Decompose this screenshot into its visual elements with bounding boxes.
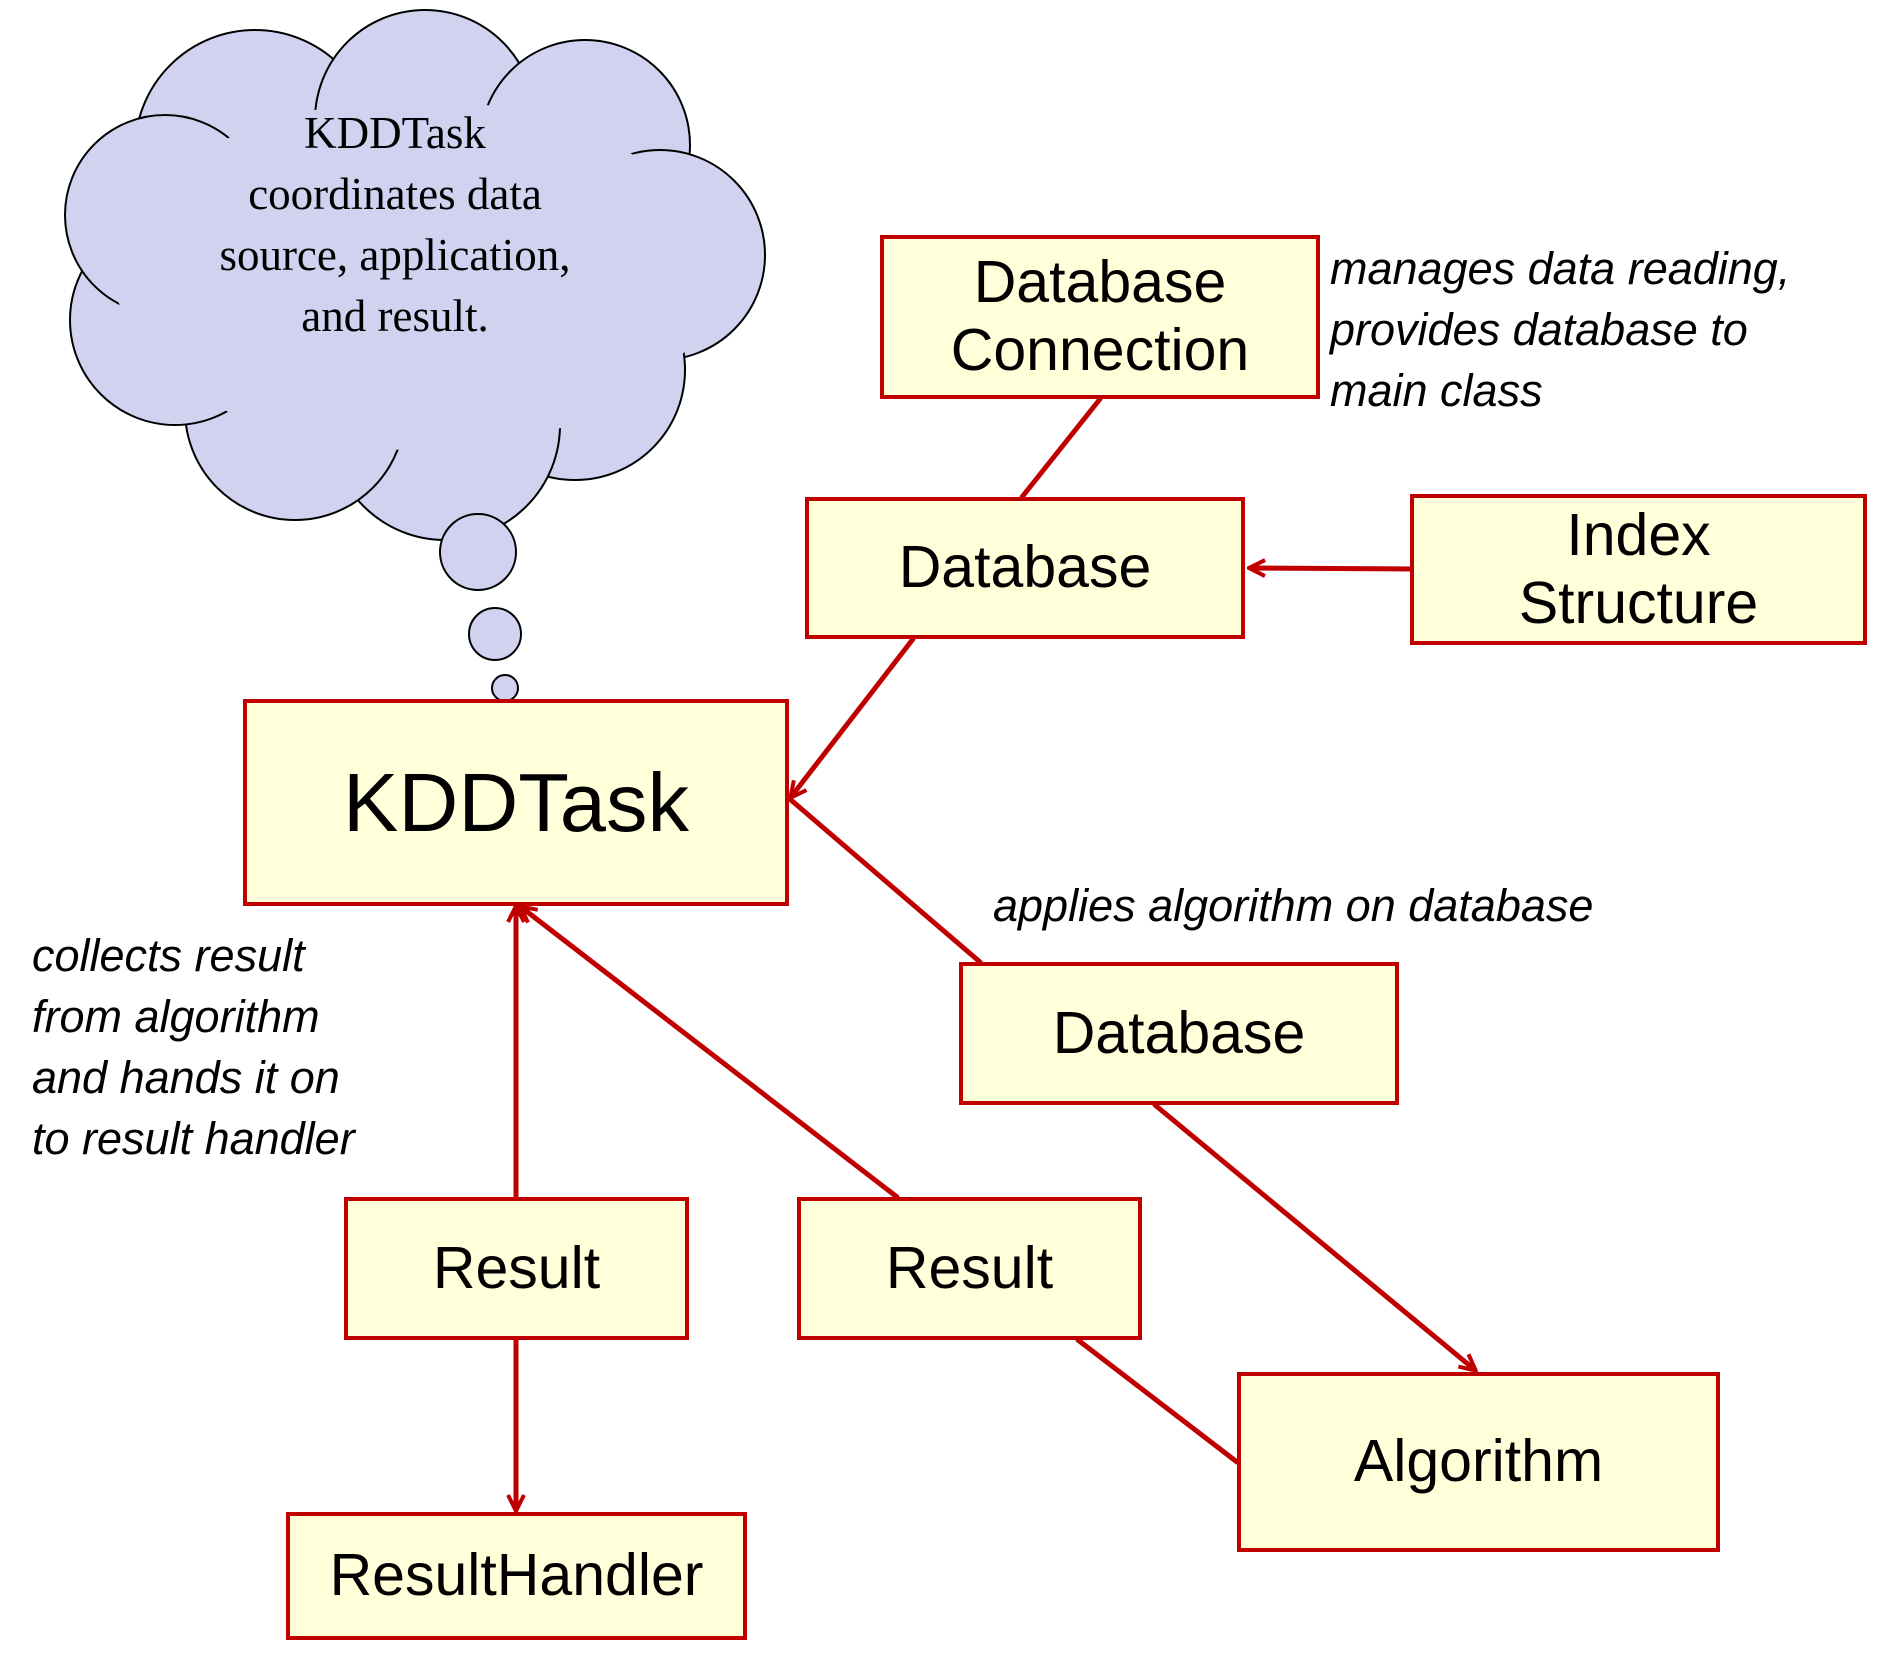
thought-bubble-large [439,513,517,591]
algorithm-application-note: applies algorithm on database [993,880,1594,931]
kddtask-box: KDDTask [243,699,789,906]
database-connection-box: Database Connection [880,235,1320,399]
database-box-middle: Database [959,962,1399,1105]
arrow-database-to-kddtask [791,636,916,797]
result-collection-note: collects result from algorithm and hands… [32,930,355,1164]
result-box-left: Result [344,1197,689,1340]
arrow-index-to-database [1250,568,1413,569]
cloud-caption: KDDTask coordinates data source, applica… [219,108,571,341]
database-connection-note: manages data reading, provides database … [1330,243,1791,416]
arrow-database-to-algorithm [1152,1102,1475,1370]
resulthandler-box: ResultHandler [286,1512,747,1640]
arrow-result-to-kddtask-diagonal [521,907,900,1200]
thought-bubble-medium [468,607,522,661]
thought-bubble-small [491,674,519,702]
algorithm-box: Algorithm [1237,1372,1720,1552]
database-box-top: Database [805,497,1245,639]
result-box-middle: Result [797,1197,1142,1340]
connector-kddtask-to-database [788,797,983,965]
index-structure-box: Index Structure [1410,494,1867,645]
connector-result-to-algorithm [1075,1337,1240,1465]
connector-connection-to-database [1019,396,1103,500]
thought-cloud [64,9,766,541]
